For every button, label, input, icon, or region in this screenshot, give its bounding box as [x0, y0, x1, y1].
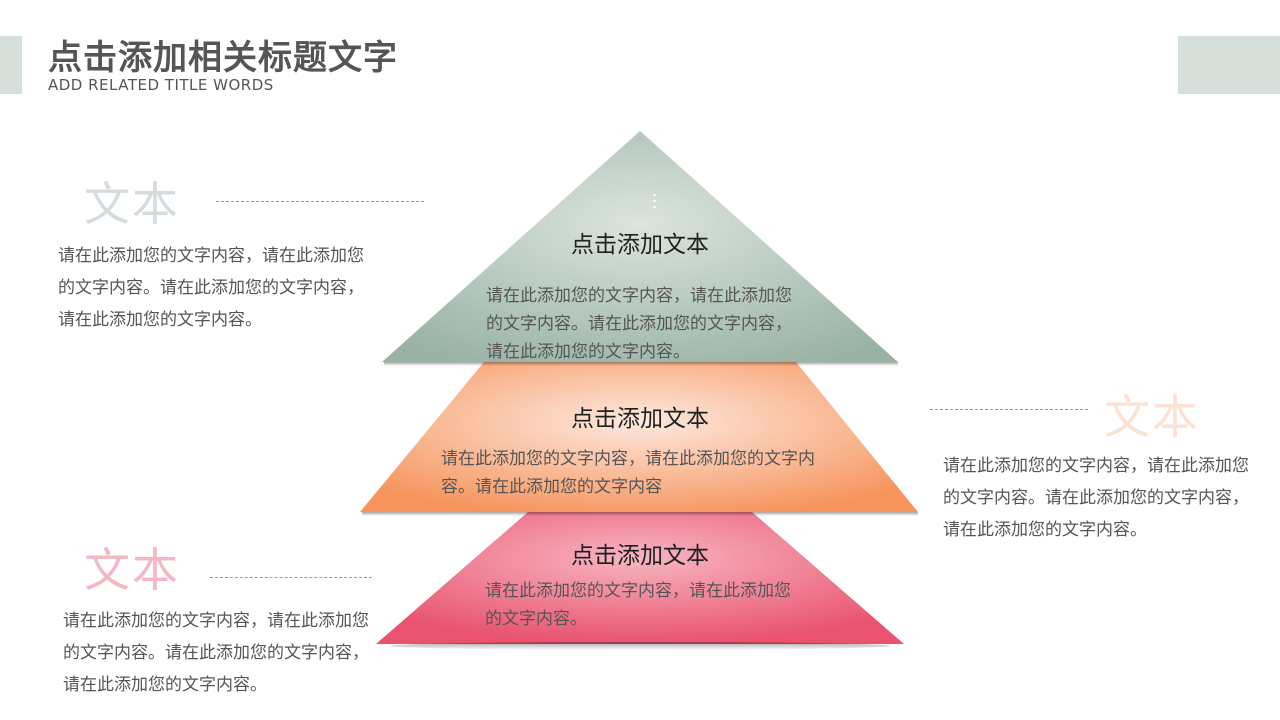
left-top-divider [216, 201, 424, 202]
page-subtitle: ADD RELATED TITLE WORDS [48, 76, 274, 94]
left-bottom-divider [210, 577, 372, 578]
pyramid-tier-3 [376, 512, 904, 644]
tier-1-title: 点击添加文本 [571, 232, 709, 258]
tier-1-body: 请在此添加您的文字内容，请在此添加您的文字内容。请在此添加您的文字内容，请在此添… [486, 286, 792, 362]
header-accent-bar-left [0, 36, 22, 94]
pyramid-tier-1 [382, 131, 898, 362]
tier-2-title: 点击添加文本 [571, 406, 709, 432]
left-top-heading: 文本 [84, 177, 180, 231]
right-middle-body: 请在此添加您的文字内容，请在此添加您的文字内容。请在此添加您的文字内容，请在此添… [943, 456, 1249, 540]
left-top-body: 请在此添加您的文字内容，请在此添加您的文字内容。请在此添加您的文字内容，请在此添… [58, 246, 364, 330]
pyramid-tier-1-shadow [384, 362, 898, 366]
right-middle-divider [930, 409, 1088, 410]
pyramid-tier-3-shadow [390, 642, 890, 650]
tier-3-body: 请在此添加您的文字内容，请在此添加您的文字内容。 [485, 581, 791, 629]
right-middle-heading: 文本 [1104, 390, 1200, 444]
decorative-dots [653, 192, 656, 212]
left-bottom-heading: 文本 [84, 543, 180, 597]
tier-3-title: 点击添加文本 [571, 543, 709, 569]
tier-2-body: 请在此添加您的文字内容，请在此添加您的文字内容。请在此添加您的文字内容 [441, 449, 815, 497]
left-bottom-body: 请在此添加您的文字内容，请在此添加您的文字内容。请在此添加您的文字内容，请在此添… [63, 611, 369, 695]
pyramid-tier-2-shadow [362, 512, 918, 516]
header-accent-bar-right [1178, 36, 1280, 94]
pyramid-tier-2 [360, 362, 918, 512]
page-title: 点击添加相关标题文字 [48, 38, 398, 78]
